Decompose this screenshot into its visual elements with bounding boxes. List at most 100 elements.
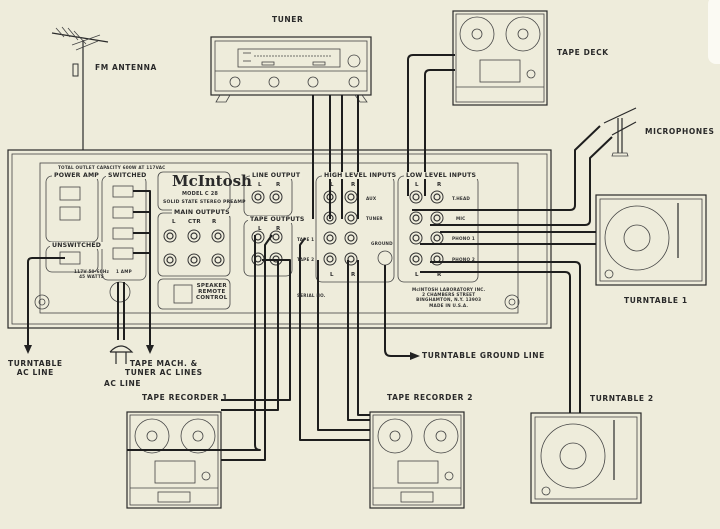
rca-jack: [269, 190, 283, 204]
model-description: SOLID STATE STEREO PREAMP: [163, 200, 246, 205]
rca-jack-center: [412, 193, 420, 201]
turntable-1-label: TURNTABLE 1: [624, 296, 688, 305]
high-level-r-top: R: [351, 182, 356, 188]
maker-line-2: 2 CHAMBERS STREET: [422, 291, 476, 297]
rca-jack-center: [347, 234, 355, 242]
rca-jack: [409, 231, 423, 245]
arrows: [24, 345, 420, 364]
rca-jack-center: [433, 214, 441, 222]
rca-jack: [251, 190, 265, 204]
manufacturer-info: McINTOSH LABORATORY INC. 2 CHAMBERS STRE…: [412, 287, 485, 309]
rca-jack: [344, 211, 358, 225]
rca-jack: [187, 229, 201, 243]
low-level-inputs-label: LOW LEVEL INPUTS: [404, 172, 479, 180]
tape-outputs-label: TAPE OUTPUTS: [248, 216, 307, 224]
rca-jack-center: [166, 232, 174, 240]
rca-jack: [430, 190, 444, 204]
tape-tuner-ac-line-2: TUNER AC LINES: [125, 367, 203, 377]
ac-line-label: AC LINE: [104, 379, 142, 388]
aux-label: AUX: [366, 196, 377, 201]
rca-jack-center: [412, 234, 420, 242]
power-rating: 117V 50-60Hz 45 WATTS: [74, 269, 110, 280]
rca-jack-center: [254, 193, 262, 201]
mic-label: MIC: [456, 216, 466, 221]
tape-deck-label: TAPE DECK: [557, 48, 609, 57]
microphones-icon: [603, 107, 637, 157]
fm-antenna-label: FM ANTENNA: [95, 63, 157, 72]
line-output-l: L: [258, 182, 262, 188]
switched-section-label: SWITCHED: [106, 172, 149, 180]
rca-jack: [323, 231, 337, 245]
tape-recorder-1-label: TAPE RECORDER 1: [142, 393, 229, 402]
serial-number-label: SERIAL NO.: [297, 293, 326, 298]
tape-recorder-2-label: TAPE RECORDER 2: [387, 393, 474, 402]
rca-jack-center: [347, 255, 355, 263]
power-rating-line-1: 117V 50-60Hz: [74, 269, 110, 274]
rca-jack: [409, 190, 423, 204]
rca-jack: [430, 252, 444, 266]
rca-jack: [163, 253, 177, 267]
tuner-input-label: TUNER: [366, 216, 383, 221]
turntable-ground-line-label: TURNTABLE GROUND LINE: [422, 351, 545, 360]
tape-1-label: TAPE 1: [297, 237, 315, 242]
rca-jack: [211, 229, 225, 243]
model-label: MODEL C 28: [182, 191, 219, 197]
power-amp-section-label: POWER AMP: [52, 172, 102, 180]
rca-jack-center: [190, 232, 198, 240]
speaker-remote-line-2: REMOTE: [198, 289, 226, 296]
rca-jack: [409, 252, 423, 266]
rca-jack-center: [347, 214, 355, 222]
rca-jack-center: [347, 193, 355, 201]
main-ch-ctr: CTR: [188, 219, 201, 225]
turntable-ac-line-2: AC LINE: [16, 367, 54, 377]
ground-label: GROUND: [371, 241, 393, 246]
microphones-label: MICROPHONES: [645, 127, 715, 136]
power-rating-line-2: 45 WATTS: [79, 273, 105, 279]
fuse-rating: 1 AMP: [116, 269, 132, 274]
high-level-inputs-label: HIGH LEVEL INPUTS: [322, 172, 399, 180]
turntable-1-icon: [595, 194, 707, 286]
maker-line-3: BINGHAMTON, N.Y. 13903: [416, 296, 482, 302]
maker-line-4: MADE IN U.S.A.: [429, 303, 469, 309]
tape-2-label: TAPE 2: [297, 257, 315, 262]
low-level-l-bottom: L: [415, 272, 419, 278]
rca-jack-center: [326, 255, 334, 263]
high-level-l-top: L: [330, 182, 334, 188]
main-ch-l: L: [172, 219, 176, 225]
unswitched-section-label: UNSWITCHED: [50, 242, 104, 250]
tape-deck-icon: [452, 10, 548, 106]
corner-overlay: [708, 0, 720, 64]
rca-jack: [409, 211, 423, 225]
line-output-r: R: [276, 182, 281, 188]
rca-jack-center: [166, 256, 174, 264]
speaker-remote-line-3: CONTROL: [196, 295, 228, 302]
turntable-2-label: TURNTABLE 2: [590, 394, 654, 403]
rca-jack-center: [214, 256, 222, 264]
rca-jack-center: [412, 214, 420, 222]
rca-jack: [163, 229, 177, 243]
phono-2-label: PHONO 2: [452, 257, 475, 262]
tape-tuner-ac-label: TAPE MACH. & TUNER AC LINES: [125, 359, 203, 377]
rca-jack: [344, 231, 358, 245]
turntable-ac-line-label: TURNTABLE AC LINE: [8, 359, 63, 377]
rca-jack-center: [412, 255, 420, 263]
line-output-label: LINE OUTPUT: [250, 172, 303, 180]
rca-jack-center: [433, 193, 441, 201]
speaker-remote-control-label: SPEAKER REMOTE CONTROL: [196, 283, 228, 301]
turntable-2-icon: [530, 412, 642, 504]
rca-jack: [344, 190, 358, 204]
tape-recorder-1-icon: [126, 411, 222, 509]
speaker-remote-line-1: SPEAKER: [196, 283, 227, 289]
rca-jack-center: [272, 233, 280, 241]
high-level-r-bottom: R: [351, 272, 356, 278]
brand-logo: McIntosh: [172, 172, 252, 190]
low-level-r-top: R: [437, 182, 442, 188]
turntable-ac-line-1: TURNTABLE: [8, 359, 63, 368]
rca-jack-center: [190, 256, 198, 264]
tape-outputs-l: L: [258, 226, 262, 232]
main-ch-r: R: [212, 219, 217, 225]
cables: [27, 54, 613, 461]
low-level-l-top: L: [415, 182, 419, 188]
